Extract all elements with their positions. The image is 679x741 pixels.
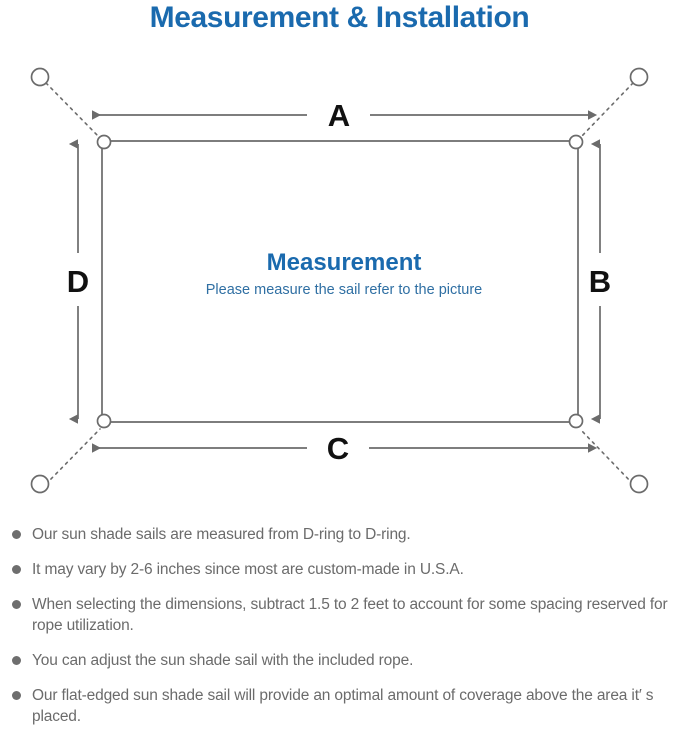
dimension-a: A: [92, 98, 598, 133]
list-item: It may vary by 2-6 inches since most are…: [0, 559, 679, 580]
notes-list: Our sun shade sails are measured from D-…: [0, 524, 679, 741]
list-item: Our sun shade sails are measured from D-…: [0, 524, 679, 545]
list-item: You can adjust the sun shade sail with t…: [0, 650, 679, 671]
anchor-point-top-left: [30, 67, 50, 87]
dimension-label-d: D: [67, 264, 89, 299]
dimension-label-c: C: [327, 431, 349, 466]
d-ring-top-left: [96, 134, 112, 150]
bullet-icon: [12, 565, 21, 574]
anchor-point-bottom-left: [30, 474, 50, 494]
d-ring-bottom-left: [96, 413, 112, 429]
note-text: When selecting the dimensions, subtract …: [32, 596, 668, 634]
rope-line-top-left: [45, 82, 101, 139]
bullet-icon: [12, 530, 21, 539]
page-title: Measurement & Installation: [149, 1, 530, 34]
list-item: When selecting the dimensions, subtract …: [0, 594, 679, 636]
dimension-label-b: B: [589, 264, 611, 299]
measurement-diagram: A C D B Measurement Please measure the s…: [0, 48, 679, 518]
sail-rectangle: [101, 140, 579, 423]
anchor-point-bottom-right: [629, 474, 649, 494]
list-item: Our flat-edged sun shade sail will provi…: [0, 685, 679, 727]
dimension-label-a: A: [328, 98, 350, 133]
d-ring-top-right: [568, 134, 584, 150]
diagram-center-title: Measurement: [267, 249, 422, 276]
diagram-svg: A C D B Measurement Please measure the s…: [30, 67, 649, 494]
rope-line-top-right: [579, 82, 634, 139]
dimension-d: D: [67, 139, 89, 424]
bullet-icon: [12, 600, 21, 609]
note-text: You can adjust the sun shade sail with t…: [32, 652, 414, 669]
dimension-c: C: [92, 431, 598, 466]
diagram-center-subtitle: Please measure the sail refer to the pic…: [206, 282, 482, 298]
anchor-point-top-right: [629, 67, 649, 87]
rope-line-bottom-left: [45, 428, 101, 485]
dimension-b: B: [589, 139, 611, 424]
note-text: Our flat-edged sun shade sail will provi…: [32, 687, 654, 725]
note-text: Our sun shade sails are measured from D-…: [32, 526, 411, 543]
bullet-icon: [12, 656, 21, 665]
note-text: It may vary by 2-6 inches since most are…: [32, 561, 464, 578]
rope-line-bottom-right: [579, 428, 634, 485]
d-ring-bottom-right: [568, 413, 584, 429]
bullet-icon: [12, 691, 21, 700]
